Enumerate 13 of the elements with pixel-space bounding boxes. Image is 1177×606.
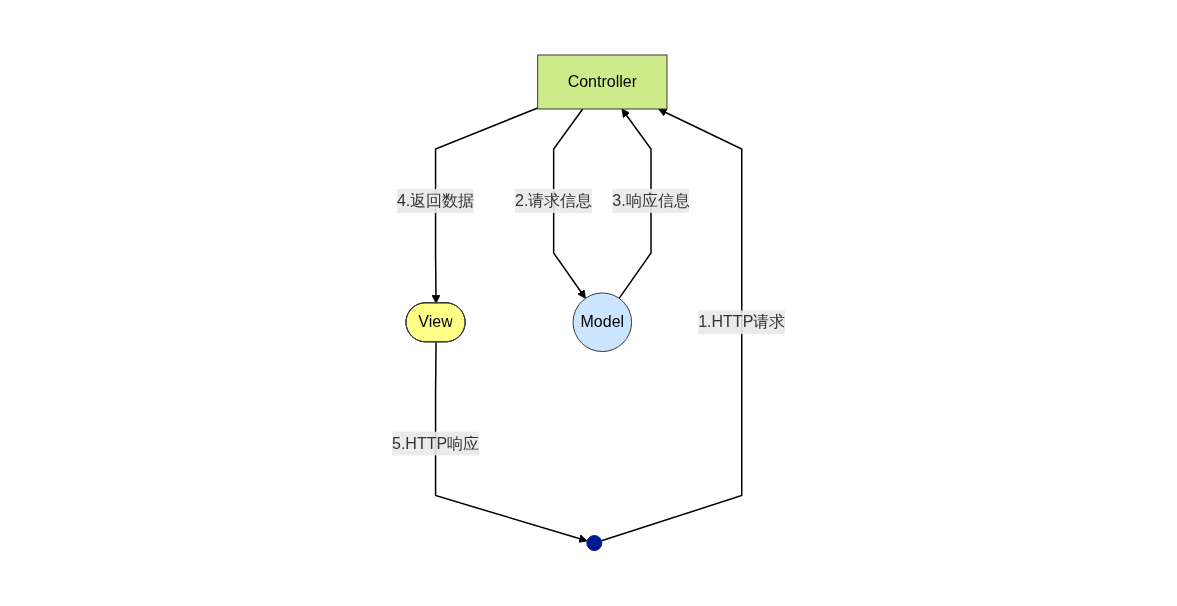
edge-label: 1.HTTP请求 [698,313,786,331]
edge-label: 5.HTTP响应 [391,434,479,452]
edge-label: 3.响应信息 [612,192,690,210]
arrow [431,107,539,304]
node-box: Controller [537,54,668,110]
arrow [552,108,586,299]
edge-label: 2.请求信息 [514,192,593,210]
arrow [434,341,588,544]
arrow [600,108,743,542]
node-circle: Model [572,292,632,353]
node-person [586,535,603,552]
edge-label: 4.返回数据 [396,192,475,210]
arrow [618,108,652,300]
